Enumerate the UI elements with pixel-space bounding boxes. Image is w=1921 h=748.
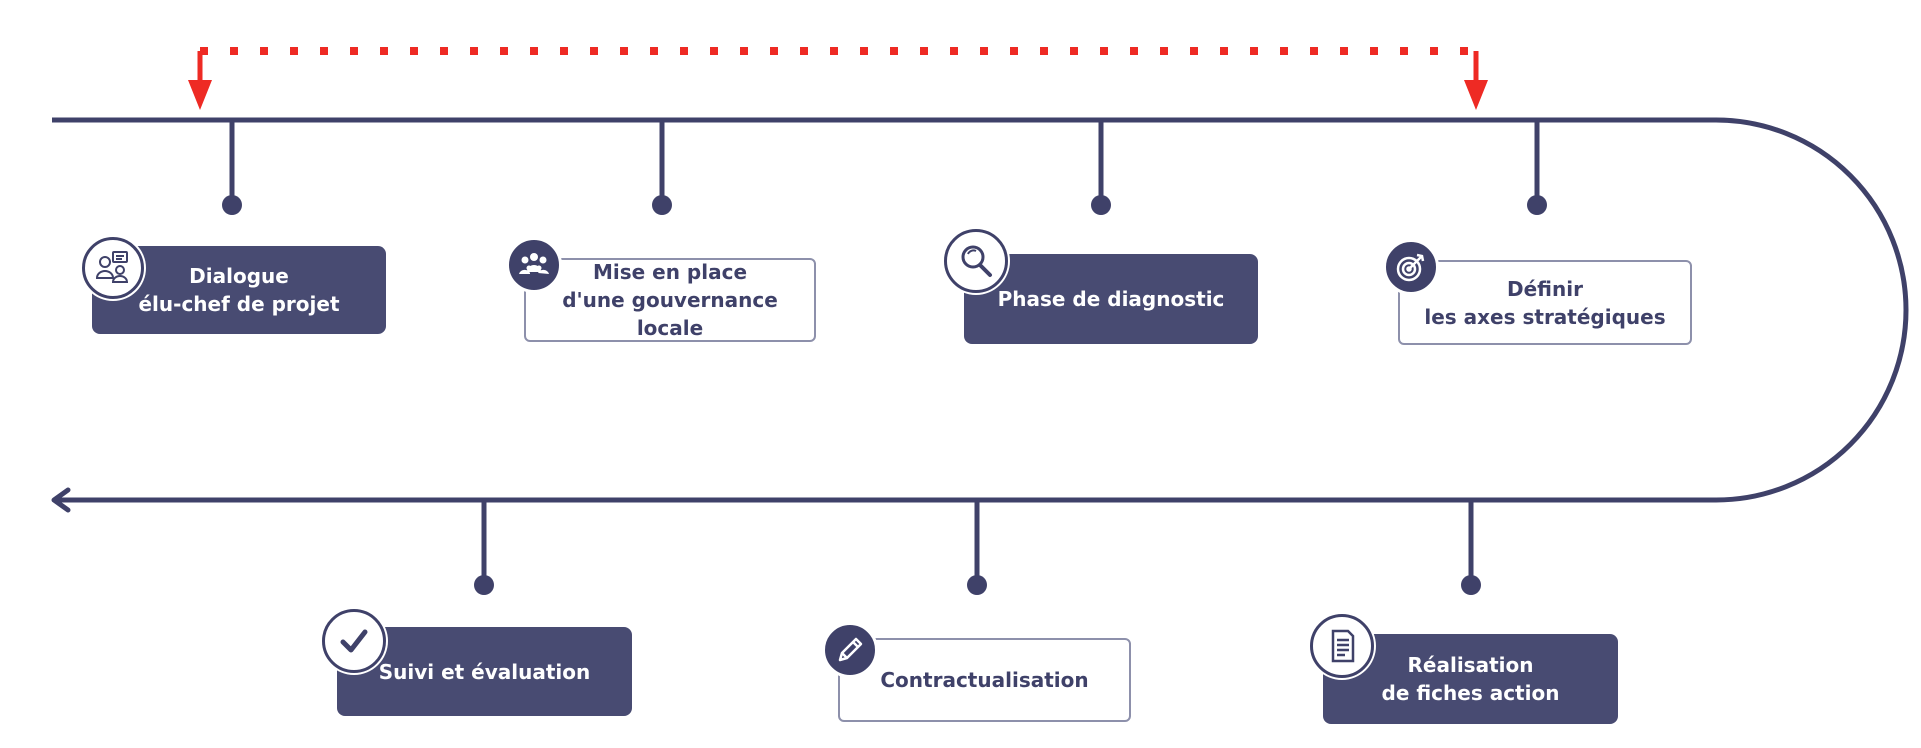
connector-dot-5 bbox=[474, 575, 494, 595]
connector-dot-6 bbox=[967, 575, 987, 595]
document-icon bbox=[1310, 614, 1374, 678]
step-label: Phase de diagnostic bbox=[997, 287, 1225, 311]
connector-dot-2 bbox=[652, 195, 672, 215]
magnifier-icon bbox=[944, 229, 1008, 293]
checkmark-icon bbox=[322, 609, 386, 673]
step-label: Définir les axes stratégiques bbox=[1424, 276, 1666, 329]
step-label: Réalisation de fiches action bbox=[1381, 653, 1560, 705]
track-arrowhead bbox=[51, 487, 71, 513]
connectors-bottom bbox=[474, 500, 1481, 595]
group-icon bbox=[506, 237, 562, 293]
pencil-icon bbox=[822, 622, 878, 678]
connector-dot-1 bbox=[222, 195, 242, 215]
connector-dot-7 bbox=[1461, 575, 1481, 595]
connector-dot-3 bbox=[1091, 195, 1111, 215]
step-label: Contractualisation bbox=[880, 668, 1089, 692]
connectors-top bbox=[222, 120, 1547, 215]
step-gouvernance: Mise en place d'une gouvernance locale bbox=[524, 258, 816, 342]
step-suivi-evaluation: Suivi et évaluation bbox=[337, 627, 632, 716]
step-label: Mise en place d'une gouvernance locale bbox=[562, 260, 778, 340]
step-label: Dialogue élu-chef de projet bbox=[138, 264, 340, 316]
red-arrowhead-left bbox=[188, 80, 212, 110]
step-axes-strategiques: Définir les axes stratégiques bbox=[1398, 260, 1692, 345]
step-contractualisation: Contractualisation bbox=[838, 638, 1131, 722]
red-arrowhead-right bbox=[1464, 80, 1488, 110]
connector-dot-4 bbox=[1527, 195, 1547, 215]
track-line bbox=[52, 117, 1909, 503]
users-chat-icon bbox=[82, 237, 144, 299]
target-icon bbox=[1383, 239, 1439, 295]
red-loop-arrow bbox=[188, 47, 1488, 110]
step-diagnostic: Phase de diagnostic bbox=[964, 254, 1258, 344]
step-label: Suivi et évaluation bbox=[378, 659, 591, 684]
